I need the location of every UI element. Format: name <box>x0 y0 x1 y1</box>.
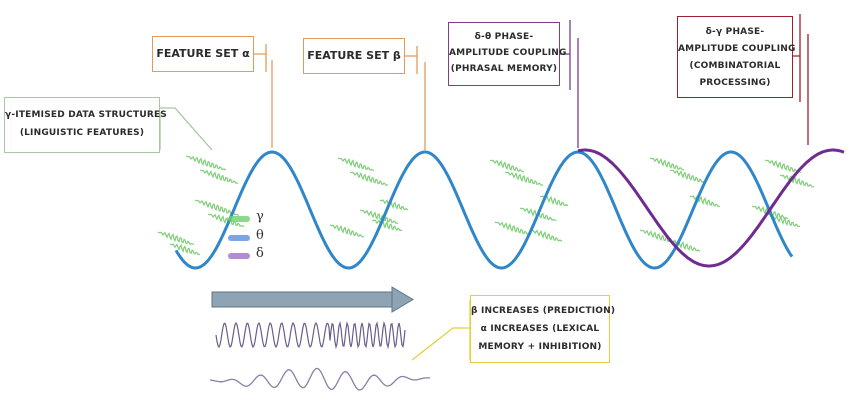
gamma-burst <box>494 221 532 236</box>
delta-theta-line-2: AMPLITUDE COUPLING <box>449 48 567 58</box>
arrow-shaft <box>211 291 393 308</box>
gamma-burst <box>169 243 201 256</box>
eeg-trace-top <box>215 320 406 350</box>
gamma-burst <box>489 159 525 173</box>
gamma-burst <box>359 209 399 224</box>
feature-set-beta-label: FEATURE SET β <box>307 49 401 62</box>
beta-increase-line-1: β INCREASES (PREDICTION) <box>471 306 616 316</box>
gamma-burst <box>669 169 707 184</box>
gamma-burst <box>157 231 195 246</box>
beta-connector <box>405 46 426 150</box>
legend-theta-swatch <box>228 235 250 241</box>
gamma-burst <box>337 157 375 172</box>
gamma-burst <box>504 171 544 186</box>
gamma-burst <box>349 171 389 186</box>
theta-wave <box>174 150 794 270</box>
gamma-connector <box>159 107 213 151</box>
delta-theta-coupling-box: δ-θ PHASE- AMPLITUDE COUPLING (PHRASAL M… <box>448 22 567 86</box>
delta-gamma-line-1: δ-γ PHASE- <box>705 27 765 37</box>
delta-theta-line-3: (PHRASAL MEMORY) <box>450 64 558 74</box>
legend-gamma-label: γ <box>256 209 264 224</box>
gamma-burst <box>199 169 239 184</box>
delta-gamma-line-2: AMPLITUDE COUPLING <box>678 44 796 54</box>
arrow-head <box>391 286 414 313</box>
legend <box>228 216 250 259</box>
gamma-burst <box>529 229 563 242</box>
delta-gamma-coupling-box: δ-γ PHASE- AMPLITUDE COUPLING (COMBINATO… <box>677 16 796 98</box>
gamma-burst <box>649 157 685 171</box>
legend-gamma-swatch <box>228 216 250 222</box>
gamma-burst <box>371 219 403 232</box>
legend-delta-label: δ <box>256 246 264 261</box>
delta-theta-line-1: δ-θ PHASE- <box>474 32 534 42</box>
delta-gamma-connector <box>793 14 809 145</box>
feature-set-beta-box: FEATURE SET β <box>303 38 405 74</box>
gamma-burst <box>185 155 227 171</box>
delta-theta-connector <box>560 20 579 148</box>
feature-set-alpha-label: FEATURE SET α <box>156 47 250 60</box>
legend-theta-label: θ <box>256 228 264 243</box>
feature-set-alpha-box: FEATURE SET α <box>152 36 254 72</box>
beta-alpha-increase-box: β INCREASES (PREDICTION) α INCREASES (LE… <box>470 295 616 363</box>
gamma-burst <box>207 213 245 228</box>
eeg-trace-bottom <box>209 367 431 391</box>
gamma-burst <box>779 174 815 188</box>
gamma-burst <box>329 224 365 238</box>
beta-increase-line-3: MEMORY + INHIBITION) <box>478 342 602 352</box>
gamma-itemised-box: γ-ITEMISED DATA STRUCTURES (LINGUISTIC F… <box>4 97 167 153</box>
beta-increase-line-2: α INCREASES (LEXICAL <box>480 324 600 334</box>
gamma-burst <box>764 159 802 174</box>
delta-wave <box>577 148 845 268</box>
gamma-burst <box>379 199 409 211</box>
alpha-connector <box>254 44 273 148</box>
delta-gamma-line-4: PROCESSING) <box>699 78 771 88</box>
beta-increase-connector <box>411 300 471 361</box>
gamma-burst <box>769 215 801 228</box>
gamma-burst <box>689 195 721 208</box>
progress-arrow <box>211 286 414 313</box>
delta-gamma-line-3: (COMBINATORIAL <box>689 61 781 71</box>
gamma-itemised-line-1: γ-ITEMISED DATA STRUCTURES <box>5 110 167 120</box>
gamma-itemised-line-2: (LINGUISTIC FEATURES) <box>19 128 145 138</box>
legend-delta-swatch <box>228 253 250 259</box>
